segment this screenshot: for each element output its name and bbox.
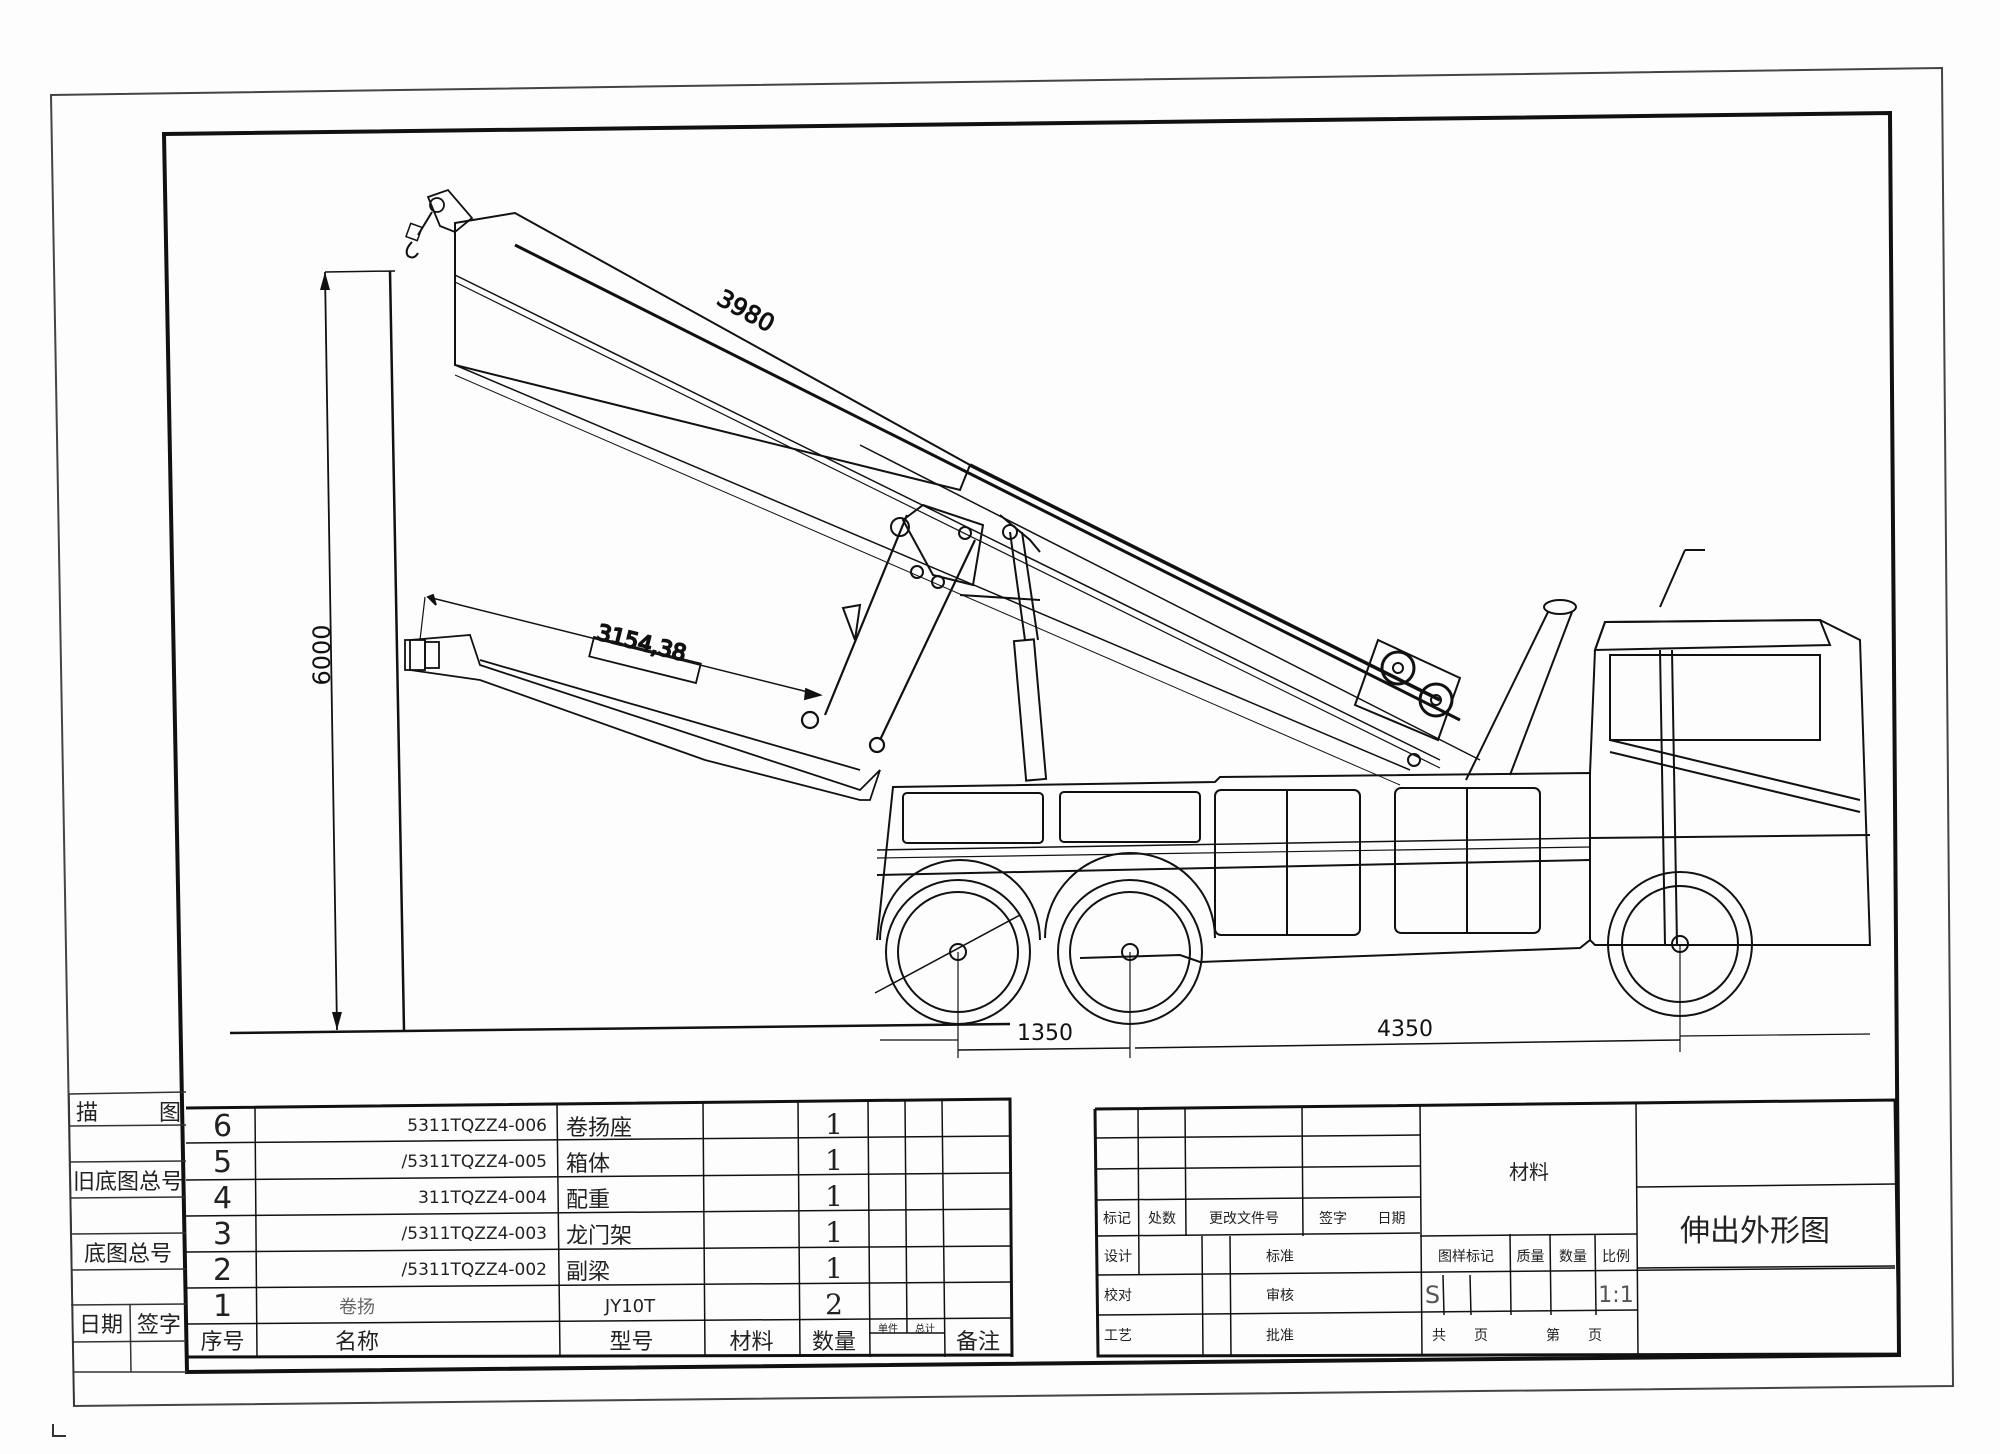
side-strip — [68, 1091, 187, 1407]
header-model: 型号 — [609, 1330, 654, 1355]
header-remark: 备注 — [955, 1330, 1000, 1355]
row-name: 卷扬座 — [566, 1116, 633, 1141]
row-code: /5311TQZZ4-002 — [401, 1260, 547, 1280]
ground-line — [229, 1022, 1011, 1035]
row-seq: 2 — [212, 1252, 233, 1288]
main-boom: 3980 — [405, 188, 1481, 786]
row-name: 配重 — [566, 1188, 611, 1213]
row-seq: 5 — [212, 1144, 233, 1180]
scale-value: 1:1 — [1598, 1282, 1634, 1308]
label-check: 校对 — [1104, 1288, 1132, 1304]
svg-text:4350: 4350 — [1377, 1017, 1433, 1042]
truck-body — [874, 549, 1872, 1025]
svg-text:1350: 1350 — [1017, 1021, 1073, 1046]
row-code: 311TQZZ4-004 — [418, 1188, 547, 1208]
row-seq: 6 — [212, 1108, 233, 1144]
side-label-old-base-no: 旧底图总号 — [72, 1170, 183, 1195]
height-dimension: 6000 — [308, 270, 406, 1031]
header-name: 名称 — [334, 1330, 379, 1355]
drawing-title: 伸出外形图 — [1680, 1214, 1830, 1249]
side-label-base-no: 底图总号 — [83, 1242, 172, 1267]
attr-header-quantity: 数量 — [1559, 1249, 1587, 1265]
row-name: 龙门架 — [566, 1224, 633, 1249]
svg-text:6000: 6000 — [308, 624, 336, 685]
row-qty: 1 — [825, 1251, 843, 1285]
underlift-arm: 3154,38 — [404, 593, 886, 801]
row-name: 副梁 — [566, 1260, 611, 1285]
stage-mark: S — [1424, 1281, 1441, 1309]
row-qty: 1 — [825, 1179, 843, 1213]
parts-list-grid — [185, 1097, 1014, 1359]
label-approve: 批准 — [1266, 1328, 1294, 1344]
row-seq: 3 — [212, 1216, 233, 1252]
row-code: 5311TQZZ4-006 — [407, 1116, 547, 1136]
rev-header-date: 日期 — [1377, 1210, 1406, 1227]
sheet-number: 第 页 — [1546, 1328, 1602, 1344]
sheet-total: 共 页 — [1432, 1328, 1488, 1344]
attr-header-scale: 比例 — [1602, 1249, 1630, 1265]
outer-frame — [49, 66, 1955, 1408]
header-unit-weight: 单件 — [878, 1323, 898, 1335]
title-block-grid — [1093, 1098, 1901, 1358]
rev-header-count: 处数 — [1148, 1210, 1176, 1227]
row-name: 箱体 — [566, 1152, 611, 1177]
side-label-sign: 签字 — [136, 1313, 181, 1338]
side-label-drawing: 图 — [158, 1101, 181, 1126]
side-label-trace: 描 — [75, 1101, 98, 1126]
row-code: 卷扬 — [339, 1297, 375, 1318]
row-qty: 2 — [825, 1287, 843, 1321]
label-review: 审核 — [1266, 1288, 1294, 1304]
rev-header-doc-no: 更改文件号 — [1209, 1210, 1279, 1227]
row-qty: 1 — [825, 1107, 843, 1141]
wheelbase-dimensions: 1350 4350 — [880, 944, 1871, 1058]
header-total-weight: 总计 — [915, 1323, 935, 1335]
attr-header-drawing-mark: 图样标记 — [1438, 1249, 1494, 1265]
label-process: 工艺 — [1104, 1328, 1132, 1344]
header-qty: 数量 — [811, 1330, 856, 1355]
row-qty: 1 — [825, 1143, 843, 1177]
row-code: /5311TQZZ4-005 — [401, 1152, 547, 1172]
row-code: /5311TQZZ4-003 — [401, 1224, 547, 1244]
header-material: 材料 — [729, 1330, 774, 1355]
label-standard: 标准 — [1266, 1249, 1294, 1265]
row-qty: 1 — [825, 1215, 843, 1249]
label-design: 设计 — [1104, 1249, 1132, 1265]
row-name: JY10T — [604, 1295, 656, 1317]
row-seq: 4 — [212, 1180, 233, 1216]
material-label: 材料 — [1509, 1159, 1549, 1184]
svg-text:3980: 3980 — [712, 284, 779, 338]
attr-header-weight: 质量 — [1516, 1249, 1545, 1265]
row-seq: 1 — [212, 1288, 233, 1324]
header-seq: 序号 — [200, 1330, 245, 1355]
rev-header-sign: 签字 — [1319, 1210, 1347, 1227]
svg-text:3154,38: 3154,38 — [594, 621, 688, 667]
winch-assembly — [1353, 638, 1462, 767]
rev-header-mark: 标记 — [1103, 1210, 1131, 1227]
gantry-frame — [823, 503, 1048, 782]
side-label-date: 日期 — [78, 1313, 123, 1338]
